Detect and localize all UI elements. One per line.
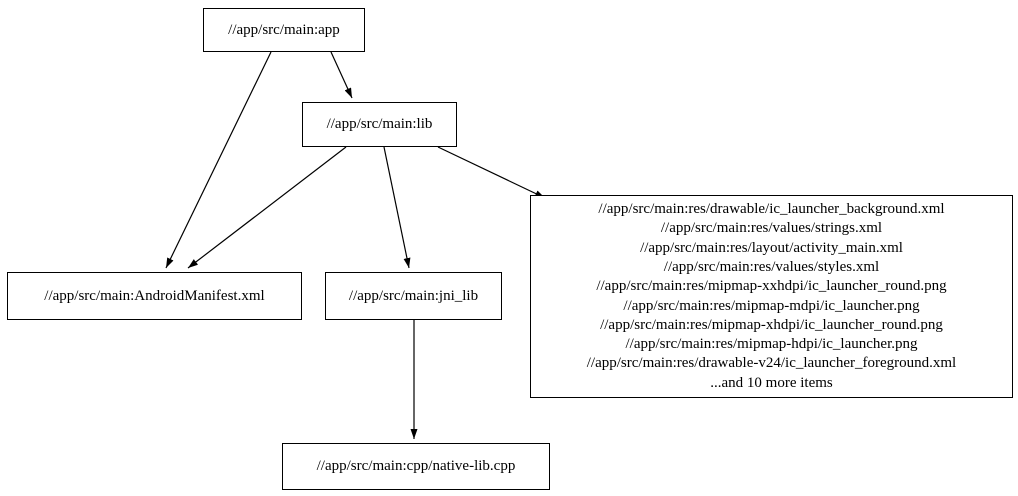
edge-lib-to-manifest xyxy=(187,146,347,269)
resources-line: //app/src/main:res/drawable-v24/ic_launc… xyxy=(586,355,957,372)
resources-line: //app/src/main:res/mipmap-xxhdpi/ic_laun… xyxy=(596,278,947,295)
resources-line: //app/src/main:res/mipmap-hdpi/ic_launch… xyxy=(625,336,918,353)
node-app-label: //app/src/main:app xyxy=(228,21,340,38)
resources-line: //app/src/main:res/values/strings.xml xyxy=(660,220,883,237)
resources-line: //app/src/main:res/drawable/ic_launcher_… xyxy=(598,201,945,218)
resources-line: //app/src/main:res/values/styles.xml xyxy=(663,258,880,275)
edge-lib-to-jni-lib xyxy=(383,146,411,269)
node-lib-label: //app/src/main:lib xyxy=(326,116,433,133)
resources-line: //app/src/main:res/layout/activity_main.… xyxy=(640,239,903,256)
resources-line: //app/src/main:res/mipmap-xhdpi/ic_launc… xyxy=(600,316,943,333)
resources-line: ...and 10 more items xyxy=(710,374,833,391)
edge-lib-to-resources xyxy=(437,146,546,199)
node-android-manifest: //app/src/main:AndroidManifest.xml xyxy=(7,272,302,320)
node-native-lib: //app/src/main:cpp/native-lib.cpp xyxy=(282,443,550,490)
node-resources: //app/src/main:res/drawable/ic_launcher_… xyxy=(530,195,1013,398)
node-native-lib-label: //app/src/main:cpp/native-lib.cpp xyxy=(316,458,516,475)
node-lib: //app/src/main:lib xyxy=(302,102,457,147)
node-jni-lib-label: //app/src/main:jni_lib xyxy=(348,287,479,304)
edge-app-to-lib xyxy=(330,51,353,99)
edge-app-to-manifest xyxy=(165,51,272,269)
resources-line: //app/src/main:res/mipmap-mdpi/ic_launch… xyxy=(623,297,920,314)
node-android-manifest-label: //app/src/main:AndroidManifest.xml xyxy=(44,287,265,304)
node-app: //app/src/main:app xyxy=(203,8,365,52)
node-jni-lib: //app/src/main:jni_lib xyxy=(325,272,502,320)
